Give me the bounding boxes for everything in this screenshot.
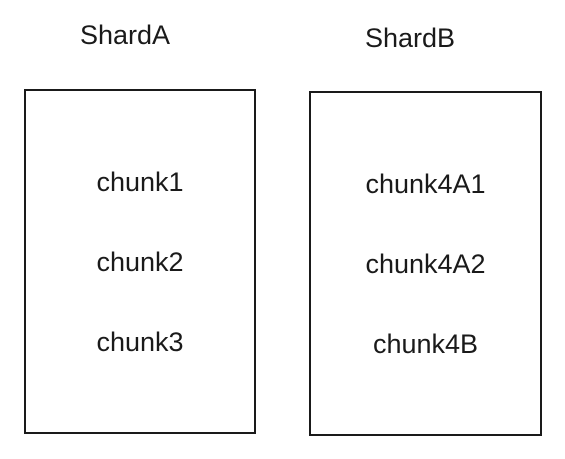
shard-b-title: ShardB	[364, 23, 456, 53]
shard-a-chunk-1: chunk1	[96, 167, 184, 197]
shard-b-chunk-3: chunk4B	[372, 329, 479, 359]
shard-b-box: chunk4A1 chunk4A2 chunk4B	[309, 91, 542, 436]
shard-b-chunk-2: chunk4A2	[365, 249, 486, 279]
shard-a-title: ShardA	[79, 20, 171, 50]
shard-a-box: chunk1 chunk2 chunk3	[24, 89, 256, 434]
shard-a-chunk-2: chunk2	[96, 247, 184, 277]
shard-a-chunk-3: chunk3	[96, 327, 184, 357]
shard-b-chunk-1: chunk4A1	[365, 169, 486, 199]
